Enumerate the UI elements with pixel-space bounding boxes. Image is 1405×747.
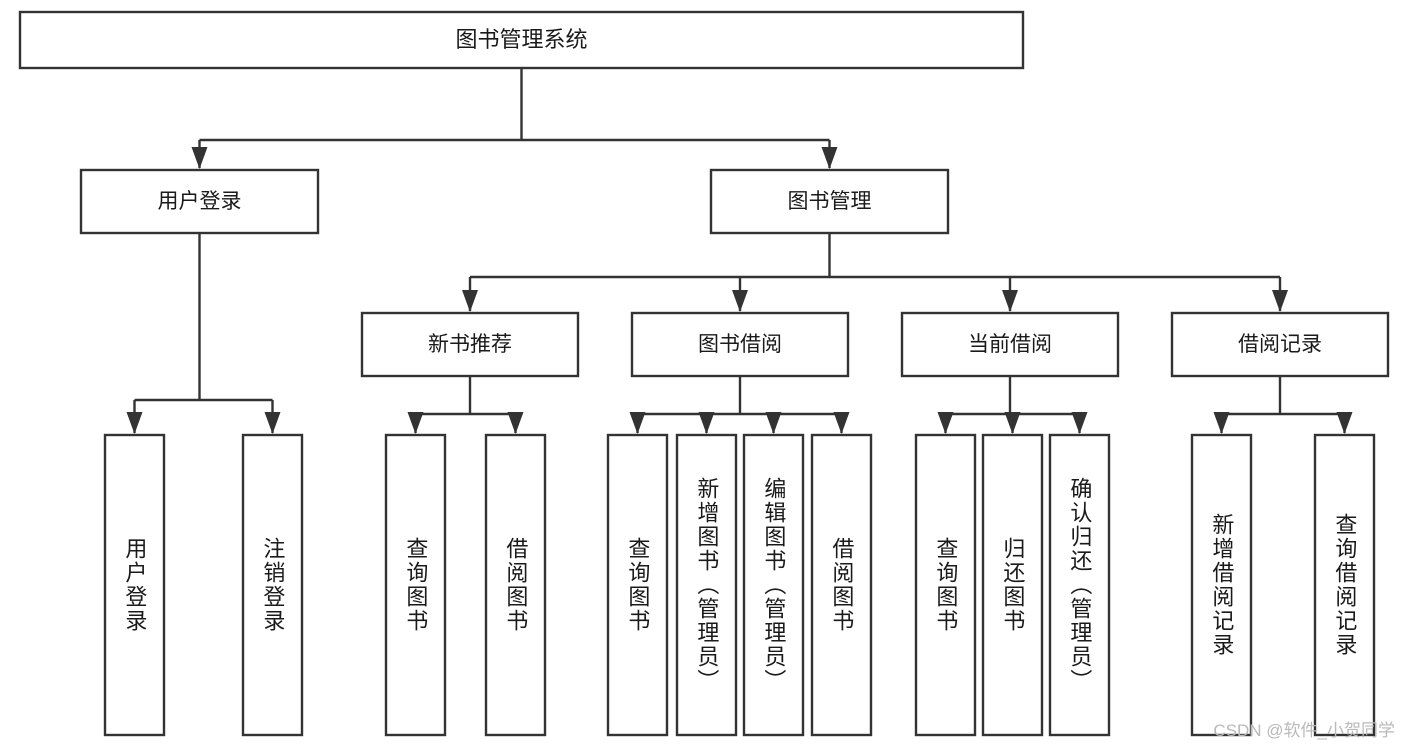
node-box-leaf-user-login[interactable] (103, 433, 166, 737)
arrow-head-book-borrow (732, 290, 748, 312)
arrow-head-leaf-add-book (698, 412, 715, 434)
arrow-head-book-manage (821, 147, 838, 169)
arrow-head-leaf-borrow-book-2 (833, 412, 850, 434)
node-box-leaf-add-book[interactable] (675, 433, 738, 737)
arrow-head-borrow-record (1272, 290, 1288, 312)
node-box-borrow-record[interactable] (1170, 311, 1390, 378)
arrow-head-leaf-confirm-return (1071, 412, 1088, 434)
arrow-head-user-login (191, 147, 208, 169)
arrow-head-leaf-borrow-book-1 (507, 412, 524, 434)
node-label-current-borrow: 当前借阅 (968, 333, 1052, 356)
node-box-book-manage[interactable] (709, 168, 950, 235)
node-box-book-borrow[interactable] (630, 311, 850, 378)
node-label-book-manage: 图书管理 (788, 190, 872, 213)
watermark-text: CSDN @软件_小贺同学 (1213, 721, 1395, 740)
node-box-leaf-query-book-1[interactable] (384, 433, 447, 737)
node-box-leaf-query-book-2[interactable] (606, 433, 669, 737)
node-box-leaf-edit-book[interactable] (742, 433, 805, 737)
arrow-head-current-borrow (1002, 290, 1018, 312)
arrow-head-new-book-recommend (462, 290, 478, 312)
arrow-head-leaf-query-record (1336, 412, 1353, 434)
connector-layer (126, 68, 1353, 434)
arrow-head-leaf-logout (264, 412, 281, 434)
arrow-head-leaf-query-book-2 (629, 412, 646, 434)
arrow-head-leaf-query-book-1 (407, 412, 424, 434)
node-box-leaf-borrow-book-1[interactable] (484, 433, 547, 737)
arrow-head-leaf-query-book-3 (937, 412, 954, 434)
node-box-layer (18, 10, 1390, 737)
arrow-head-leaf-user-login (126, 412, 143, 434)
arrow-head-leaf-return-book (1004, 412, 1021, 434)
node-box-leaf-borrow-book-2[interactable] (810, 433, 873, 737)
node-label-borrow-record: 借阅记录 (1238, 333, 1322, 356)
arrow-head-leaf-edit-book (765, 412, 782, 434)
node-box-root[interactable] (18, 10, 1025, 70)
node-label-root: 图书管理系统 (455, 27, 587, 52)
node-label-user-login: 用户登录 (158, 190, 242, 213)
node-box-leaf-query-record[interactable] (1313, 433, 1376, 737)
node-box-current-borrow[interactable] (900, 311, 1120, 378)
arrow-head-leaf-add-record (1213, 412, 1230, 434)
node-box-user-login[interactable] (79, 168, 320, 235)
node-box-leaf-logout[interactable] (241, 433, 304, 737)
node-box-leaf-add-record[interactable] (1190, 433, 1253, 737)
node-label-new-book-recommend: 新书推荐 (428, 333, 512, 356)
node-box-leaf-confirm-return[interactable] (1048, 433, 1111, 737)
node-box-leaf-query-book-3[interactable] (914, 433, 977, 737)
node-box-leaf-return-book[interactable] (981, 433, 1044, 737)
node-label-book-borrow: 图书借阅 (698, 333, 782, 356)
node-box-new-book-recommend[interactable] (360, 311, 580, 378)
